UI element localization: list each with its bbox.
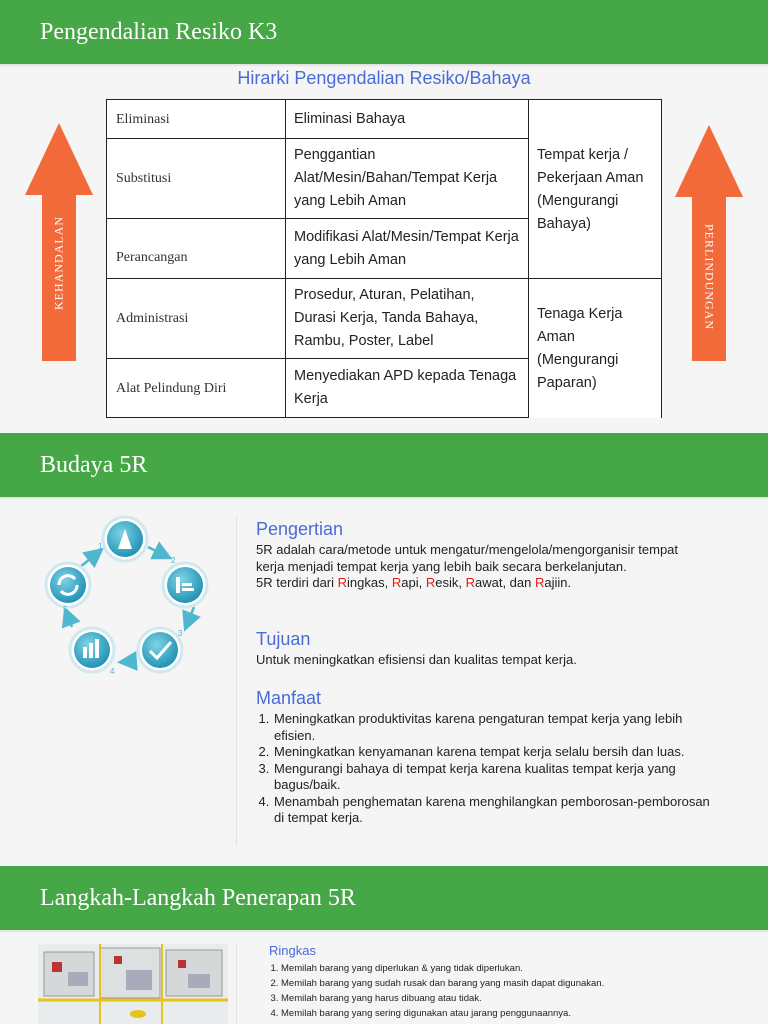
workplace-floor-image — [38, 944, 228, 1024]
list-item: Meningkatkan produktivitas karena pengat… — [273, 711, 718, 744]
term-rest: api — [401, 575, 419, 590]
organize-icon — [161, 561, 209, 609]
level-cell: Alat Pelindung Diri — [106, 358, 286, 418]
header-shadow — [0, 497, 768, 500]
list-item: Mengurangi bahaya di tempat kerja karena… — [273, 761, 718, 794]
column-divider — [236, 516, 237, 846]
manfaat-list: Meningkatkan produktivitas karena pengat… — [256, 711, 718, 827]
term-rest: ajiin — [544, 575, 568, 590]
section-header-risk: Pengendalian Resiko K3 — [0, 0, 768, 64]
cycle-number: 4 — [110, 667, 115, 676]
section-header-culture: Budaya 5R — [0, 433, 768, 497]
ringkas-heading: Ringkas — [269, 943, 316, 958]
initial-letter: R — [337, 575, 348, 590]
table-row: Administrasi Prosedur, Aturan, Pelatihan… — [106, 278, 662, 418]
list-item: Memilah barang yang sering digunakan ata… — [281, 1006, 701, 1021]
hierarchy-subtitle: Hirarki Pengendalian Resiko/Bahaya — [237, 68, 531, 88]
table-row: Perancangan Modifikasi Alat/Mesin/Tempat… — [106, 218, 662, 279]
initial-letter: R — [391, 575, 402, 590]
ringkas-list: Memilah barang yang diperlukan & yang ti… — [269, 961, 701, 1021]
term-rest: awat — [474, 575, 503, 590]
list-item: Menambah penghematan karena menghilangka… — [273, 794, 718, 827]
list-item: Memilah barang yang sudah rusak dan bara… — [281, 976, 701, 991]
period: . — [567, 575, 572, 590]
tujuan-text: Untuk meningkatkan efisiensi dan kualita… — [256, 652, 577, 667]
sustain-icon — [44, 561, 92, 609]
standardize-icon — [68, 626, 116, 674]
level-cell: Perancangan — [106, 218, 286, 279]
section-header-steps: Langkah-Langkah Penerapan 5R — [0, 866, 768, 930]
initial-letter: R — [534, 575, 545, 590]
separator: , — [384, 575, 392, 590]
tujuan-heading: Tujuan — [256, 629, 311, 649]
arrow-label-left: KEHANDALAN — [51, 216, 66, 310]
header-shadow — [0, 930, 768, 933]
manfaat-heading: Manfaat — [256, 688, 322, 708]
list-item: Meningkatkan kenyamanan karena tempat ke… — [273, 744, 718, 761]
reliability-arrow: KEHANDALAN — [25, 123, 93, 361]
result-cell: Tenaga Kerja Aman (Mengurangi Paparan) — [528, 278, 662, 418]
column-divider — [236, 944, 237, 1024]
separator: , — [418, 575, 426, 590]
cycle-number: 1 — [98, 542, 103, 551]
pengertian-text: 5R adalah cara/metode untuk mengatur/men… — [256, 542, 706, 592]
5r-cycle-diagram: 1 2 3 4 5 — [40, 515, 218, 680]
pengertian-heading: Pengertian — [256, 519, 344, 539]
list-item: Memilah barang yang harus dibuang atau t… — [281, 991, 701, 1006]
sort-icon — [101, 515, 149, 563]
clean-icon — [136, 626, 184, 674]
arrow-up-icon — [25, 123, 93, 361]
protection-arrow: PERLINDUNGAN — [675, 125, 743, 361]
arrow-label-right: PERLINDUNGAN — [702, 224, 717, 330]
level-cell: Eliminasi — [106, 99, 286, 139]
cycle-number: 5 — [63, 605, 68, 614]
separator: , — [458, 575, 466, 590]
control-cell: Prosedur, Aturan, Pelatihan, Durasi Kerj… — [285, 278, 529, 359]
control-cell: Penggantian Alat/Mesin/Bahan/Tempat Kerj… — [285, 138, 529, 219]
list-prefix: 5R terdiri dari — [256, 575, 338, 590]
pengertian-definition: 5R adalah cara/metode untuk mengatur/men… — [256, 542, 679, 574]
section-title: Pengendalian Resiko K3 — [40, 19, 278, 45]
control-cell: Menyediakan APD kepada Tenaga Kerja — [285, 358, 529, 418]
term-rest: esik — [435, 575, 459, 590]
cycle-number: 3 — [178, 629, 183, 638]
header-shadow — [0, 64, 768, 67]
term-rest: ingkas — [347, 575, 385, 590]
table-row: Eliminasi Eliminasi Bahaya Tempat kerja … — [106, 99, 662, 279]
table-row: Substitusi Penggantian Alat/Mesin/Bahan/… — [106, 138, 662, 219]
initial-letter: R — [465, 575, 475, 590]
arrow-up-icon — [675, 125, 743, 361]
cycle-number: 2 — [171, 556, 176, 565]
level-cell: Substitusi — [106, 138, 286, 219]
section-title: Budaya 5R — [40, 452, 148, 478]
table-row: Alat Pelindung Diri Menyediakan APD kepa… — [106, 358, 662, 418]
initial-letter: R — [425, 575, 436, 590]
control-cell: Modifikasi Alat/Mesin/Tempat Kerja yang … — [285, 218, 529, 279]
section-title: Langkah-Langkah Penerapan 5R — [40, 885, 356, 911]
separator: , dan — [502, 575, 535, 590]
list-item: Memilah barang yang diperlukan & yang ti… — [281, 961, 701, 976]
level-cell: Administrasi — [106, 278, 286, 359]
control-cell: Eliminasi Bahaya — [285, 99, 529, 139]
hierarchy-table: Eliminasi Eliminasi Bahaya Tempat kerja … — [106, 99, 662, 418]
result-cell: Tempat kerja / Pekerjaan Aman (Mengurang… — [528, 99, 662, 279]
